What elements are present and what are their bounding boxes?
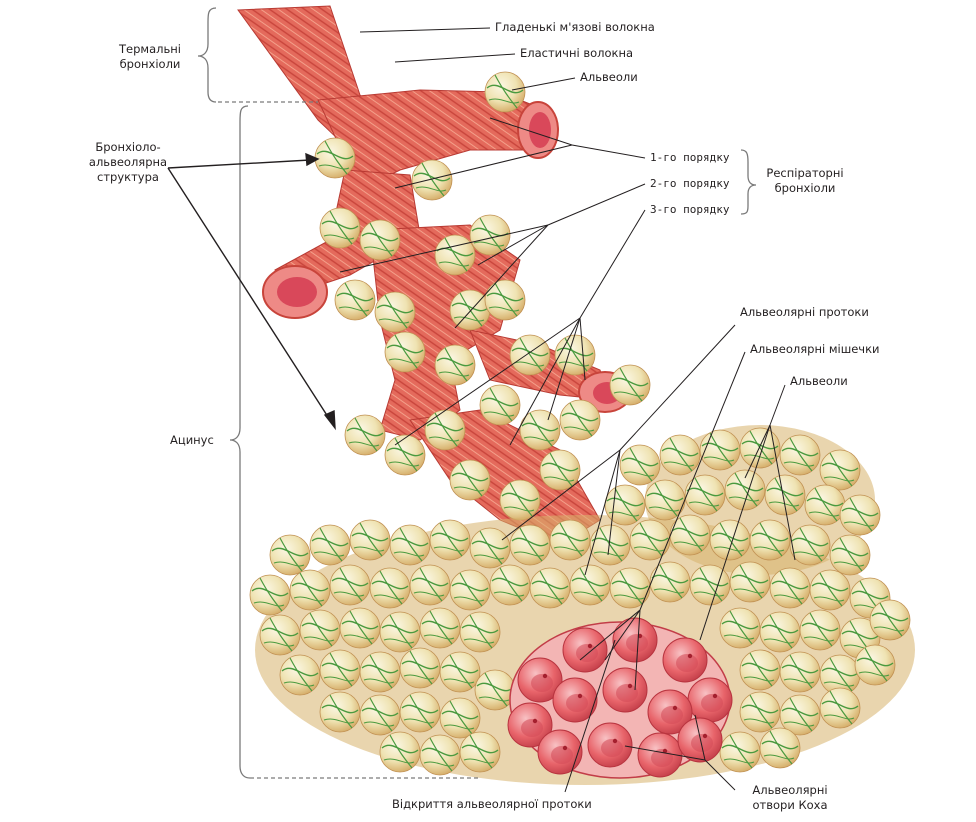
bracket-respiratory-bronchioles: [740, 149, 757, 215]
brackets: [197, 7, 757, 779]
alveolar-cluster: [249, 425, 915, 785]
label-alveolar-sacs: Альвеолярні мішечки: [750, 342, 880, 356]
label-elastic-fibers: Еластичні волокна: [520, 46, 634, 60]
label-pores-of-kohn: Альвеолярні отвори Коха: [752, 783, 828, 812]
label-order-3: 3-го порядку: [650, 203, 730, 216]
bracket-terminal-bronchioles: [197, 7, 217, 103]
label-smooth-muscle-fibers: Гладенькі м'язові волокна: [495, 20, 655, 34]
opened-alveolar-sacs: [507, 617, 733, 779]
label-alveolar-duct-opening: Відкриття альвеолярної протоки: [392, 797, 592, 811]
label-order-1: 1-го порядку: [650, 151, 730, 164]
bracket-acinus: [229, 105, 251, 779]
label-respiratory-bronchioles: Респіраторні бронхіоли: [766, 166, 844, 195]
lumen-left: [262, 265, 328, 319]
label-alveoli-right: Альвеоли: [790, 374, 848, 388]
label-order-2: 2-го порядку: [650, 177, 730, 190]
label-alveoli-top: Альвеоли: [580, 70, 638, 84]
label-acinus: Ацинус: [170, 433, 214, 447]
label-terminal-bronchioles: Термальні бронхіоли: [119, 42, 181, 71]
label-bronchiolo-alveolar-structure: Бронхіоло- альвеолярна структура: [88, 140, 168, 184]
leader-lines: [339, 27, 796, 793]
arrows: [167, 152, 336, 431]
lumen-top-right: [517, 101, 559, 159]
label-alveolar-ducts: Альвеолярні протоки: [740, 305, 869, 319]
